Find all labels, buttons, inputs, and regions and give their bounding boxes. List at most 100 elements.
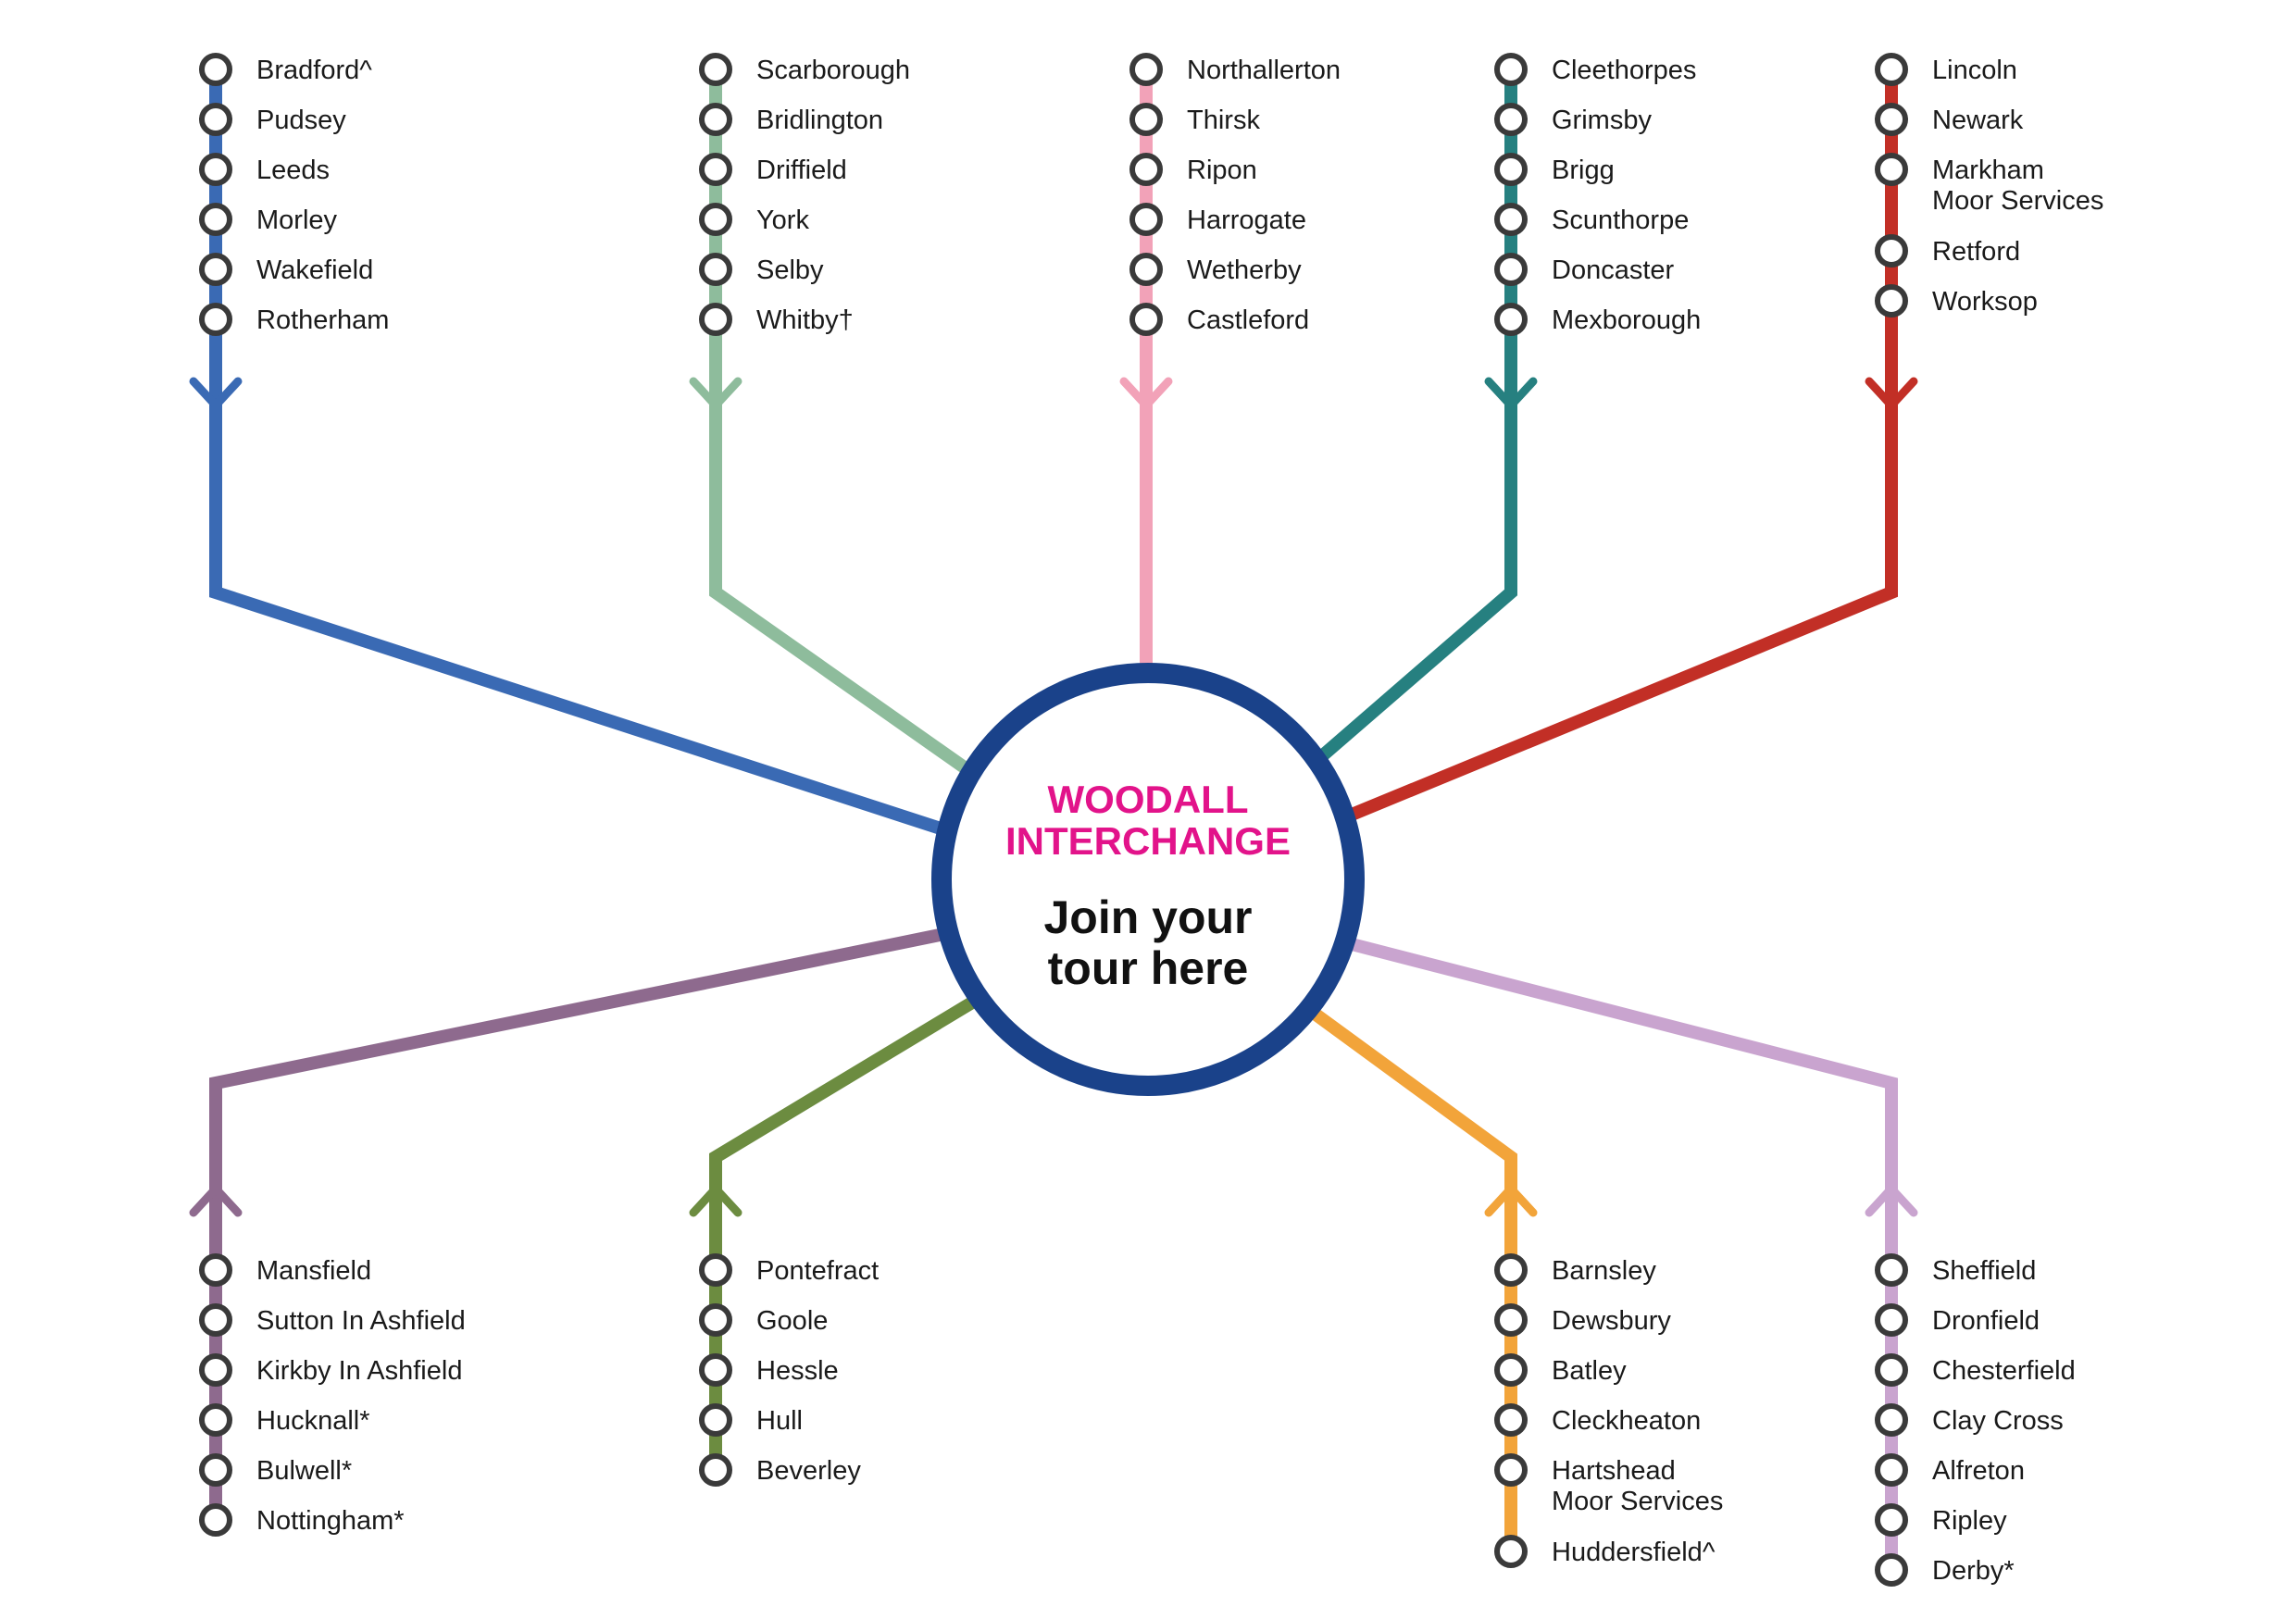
station-list-bradford: Bradford^PudseyLeedsMorleyWakefieldRothe… xyxy=(199,53,389,336)
station-stop: Whitby† xyxy=(699,303,854,336)
station-label: Barnsley xyxy=(1552,1256,1656,1286)
station-stop: Hucknall* xyxy=(199,1403,370,1437)
station-stop: Lincoln xyxy=(1875,53,2017,86)
station-stop: Cleethorpes xyxy=(1494,53,1696,86)
station-label: Cleethorpes xyxy=(1552,56,1696,85)
station-stop: Beverley xyxy=(699,1453,861,1487)
station-label: Leeds xyxy=(256,156,330,185)
station-stop: Mansfield xyxy=(199,1253,371,1287)
station-stop: Bulwell* xyxy=(199,1453,352,1487)
station-label: Alfreton xyxy=(1932,1456,2025,1486)
direction-arrow-icon xyxy=(689,377,742,410)
station-stop: Sheffield xyxy=(1875,1253,2036,1287)
station-label: Pontefract xyxy=(756,1256,879,1286)
route-line-pontefract xyxy=(709,994,980,1474)
station-stop: Ripon xyxy=(1129,153,1257,186)
station-marker-icon xyxy=(1494,1453,1528,1487)
station-marker-icon xyxy=(699,153,732,186)
station-label: Worksop xyxy=(1932,287,2038,317)
station-stop: Newark xyxy=(1875,103,2024,136)
station-label: Whitby† xyxy=(756,305,854,335)
station-stop: Pudsey xyxy=(199,103,346,136)
station-stop: Harrogate xyxy=(1129,203,1306,236)
station-stop: Rotherham xyxy=(199,303,389,336)
station-list-northallerton: NorthallertonThirskRiponHarrogateWetherb… xyxy=(1129,53,1341,336)
station-marker-icon xyxy=(1494,1403,1528,1437)
station-label: Hull xyxy=(756,1406,803,1436)
station-label: Doncaster xyxy=(1552,255,1675,285)
station-label: Dronfield xyxy=(1932,1306,2040,1336)
station-stop: Castleford xyxy=(1129,303,1309,336)
station-marker-icon xyxy=(699,53,732,86)
station-label: Bridlington xyxy=(756,106,883,135)
direction-arrow-icon xyxy=(689,1184,742,1217)
direction-arrow-icon xyxy=(1865,377,1918,410)
station-marker-icon xyxy=(1129,103,1163,136)
station-label: Derby* xyxy=(1932,1556,2015,1586)
station-stop: Scarborough xyxy=(699,53,910,86)
station-label: Ripon xyxy=(1187,156,1257,185)
station-stop: Selby xyxy=(699,253,824,286)
station-label: Bradford^ xyxy=(256,56,372,85)
hub-title-line2: INTERCHANGE xyxy=(1005,819,1291,863)
station-marker-icon xyxy=(1875,103,1908,136)
station-stop: Chesterfield xyxy=(1875,1353,2076,1387)
station-label: Selby xyxy=(756,255,824,285)
station-label: Sutton In Ashfield xyxy=(256,1306,466,1336)
station-marker-icon xyxy=(1129,303,1163,336)
station-stop: Pontefract xyxy=(699,1253,879,1287)
station-stop: Huddersfield^ xyxy=(1494,1535,1716,1568)
direction-arrow-icon xyxy=(1119,377,1173,410)
station-list-cleethorpes: CleethorpesGrimsbyBriggScunthorpeDoncast… xyxy=(1494,53,1701,336)
station-stop: Thirsk xyxy=(1129,103,1260,136)
station-marker-icon xyxy=(1494,1253,1528,1287)
station-list-barnsley: BarnsleyDewsburyBatleyCleckheatonHartshe… xyxy=(1494,1253,1723,1568)
station-stop: Scunthorpe xyxy=(1494,203,1689,236)
station-stop: Bridlington xyxy=(699,103,883,136)
station-marker-icon xyxy=(1875,1303,1908,1337)
station-marker-icon xyxy=(699,303,732,336)
station-marker-icon xyxy=(1875,1253,1908,1287)
station-marker-icon xyxy=(199,1403,232,1437)
station-marker-icon xyxy=(699,1403,732,1437)
route-line-barnsley xyxy=(1310,1008,1517,1553)
station-stop: Kirkby In Ashfield xyxy=(199,1353,462,1387)
direction-arrow-icon xyxy=(1484,1184,1538,1217)
station-stop: Worksop xyxy=(1875,284,2038,318)
station-label: Hessle xyxy=(756,1356,839,1386)
station-label: Mansfield xyxy=(256,1256,371,1286)
station-stop: Goole xyxy=(699,1303,828,1337)
station-label: Batley xyxy=(1552,1356,1627,1386)
station-stop: Hull xyxy=(699,1403,803,1437)
station-marker-icon xyxy=(1875,1453,1908,1487)
station-stop: Barnsley xyxy=(1494,1253,1656,1287)
station-label: Morley xyxy=(256,205,338,235)
station-stop: Brigg xyxy=(1494,153,1615,186)
station-marker-icon xyxy=(1494,103,1528,136)
hub-interchange: WOODALL INTERCHANGE Join your tour here xyxy=(931,663,1365,1096)
station-label: Sheffield xyxy=(1932,1256,2036,1286)
direction-arrow-icon xyxy=(189,1184,243,1217)
station-label: Ripley xyxy=(1932,1506,2007,1536)
station-label: Beverley xyxy=(756,1456,861,1486)
direction-arrow-icon xyxy=(1865,1184,1918,1217)
station-list-scarborough: ScarboroughBridlingtonDriffieldYorkSelby… xyxy=(699,53,910,336)
station-marker-icon xyxy=(1875,1553,1908,1587)
station-marker-icon xyxy=(1875,1353,1908,1387)
station-label: Lincoln xyxy=(1932,56,2017,85)
station-label: Rotherham xyxy=(256,305,389,335)
station-label: Retford xyxy=(1932,237,2020,267)
station-label: Newark xyxy=(1932,106,2024,135)
station-marker-icon xyxy=(199,1503,232,1537)
station-marker-icon xyxy=(699,1253,732,1287)
station-label: Goole xyxy=(756,1306,828,1336)
station-label: Dewsbury xyxy=(1552,1306,1671,1336)
station-label: Wetherby xyxy=(1187,255,1302,285)
station-label: Hucknall* xyxy=(256,1406,370,1436)
station-label: Scarborough xyxy=(756,56,910,85)
station-label: Northallerton xyxy=(1187,56,1341,85)
station-marker-icon xyxy=(699,1303,732,1337)
